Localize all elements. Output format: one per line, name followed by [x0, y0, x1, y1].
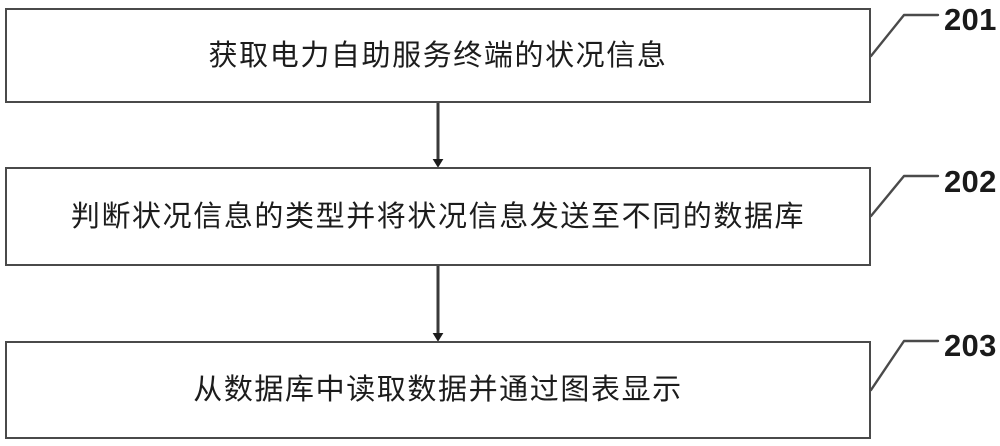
- flowchart-step-203-label: 从数据库中读取数据并通过图表显示: [193, 372, 683, 407]
- reference-numeral-202: 202: [944, 164, 997, 199]
- flowchart-step-201-label: 获取电力自助服务终端的状况信息: [208, 37, 668, 72]
- flowchart-step-201: 获取电力自助服务终端的状况信息: [5, 8, 871, 103]
- leader-line-203: [869, 339, 940, 392]
- reference-numeral-201: 201: [944, 2, 997, 37]
- reference-numeral-203: 203: [944, 328, 997, 363]
- flowchart-step-202: 判断状况信息的类型并将状况信息发送至不同的数据库: [5, 167, 871, 266]
- leader-line-202: [869, 174, 940, 218]
- leader-line-201: [869, 13, 940, 58]
- flowchart-step-203: 从数据库中读取数据并通过图表显示: [5, 341, 871, 439]
- flowchart-step-202-label: 判断状况信息的类型并将状况信息发送至不同的数据库: [70, 198, 806, 233]
